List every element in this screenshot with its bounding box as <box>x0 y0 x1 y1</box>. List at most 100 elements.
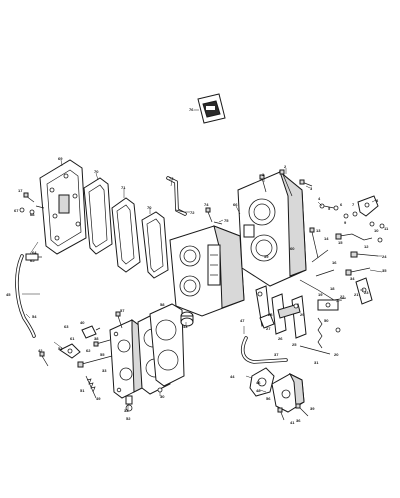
callout-59: 59 <box>264 254 269 259</box>
leader-lines <box>22 109 383 410</box>
callout-37: 37 <box>274 352 279 357</box>
callout-21: 21 <box>354 292 359 297</box>
thermostat-housing <box>271 372 305 413</box>
crankcase <box>237 170 307 287</box>
callout-32: 32 <box>124 408 129 413</box>
screw-72 <box>175 209 185 213</box>
callout-14: 14 <box>324 236 329 241</box>
link-27 <box>259 313 275 329</box>
callout-5: 5 <box>328 206 331 211</box>
callout-72: 72 <box>190 210 195 215</box>
callout-53: 53 <box>58 346 63 351</box>
callout-13: 13 <box>316 228 321 233</box>
callout-27: 27 <box>266 326 271 331</box>
callout-70: 70 <box>94 169 99 174</box>
callout-10: 10 <box>374 228 379 233</box>
callout-63: 63 <box>64 324 69 329</box>
callout-55: 55 <box>100 352 105 357</box>
stop-screw <box>299 179 313 187</box>
callout-74: 74 <box>204 202 209 207</box>
threaded-stud <box>85 375 97 399</box>
callout-labels: 76 69 70 71 70 73 72 75 74 66 1 2 3 4 5 … <box>6 107 389 425</box>
callout-36: 36 <box>296 418 301 423</box>
callout-8: 8 <box>376 198 379 203</box>
callout-29: 29 <box>300 312 305 317</box>
head-gasket-pistons <box>149 303 185 387</box>
callout-12: 12 <box>364 244 369 249</box>
callout-61: 61 <box>70 336 75 341</box>
callout-64: 64 <box>32 250 37 255</box>
callout-40: 40 <box>80 320 85 325</box>
screw-17 <box>23 192 35 203</box>
callout-41: 41 <box>290 420 295 425</box>
callout-65: 65 <box>30 258 35 263</box>
head-plate <box>111 197 141 273</box>
link-rod-long <box>299 279 347 311</box>
throttle-linkage <box>335 233 379 276</box>
callout-39: 39 <box>310 406 315 411</box>
callout-25: 25 <box>292 342 297 347</box>
cover-bolt-68 <box>35 205 45 209</box>
screw-75 <box>213 221 223 225</box>
callout-57: 57 <box>120 308 125 313</box>
hose-fitting-top <box>25 253 42 261</box>
decal-plate <box>197 93 226 124</box>
callout-69: 69 <box>58 156 63 161</box>
head-cover <box>39 159 87 255</box>
callout-56: 56 <box>266 396 271 401</box>
washer-67 <box>19 207 35 215</box>
callout-4: 4 <box>318 196 321 201</box>
callout-48: 48 <box>256 388 261 393</box>
callout-2: 2 <box>284 164 287 169</box>
exhaust-cover <box>109 319 143 399</box>
callout-38: 38 <box>94 336 99 341</box>
callout-24: 24 <box>382 254 387 259</box>
callout-70b: 70 <box>147 205 152 210</box>
callout-73: 73 <box>169 176 174 181</box>
callout-28: 28 <box>268 312 273 317</box>
callout-20: 20 <box>334 352 339 357</box>
water-hose <box>15 254 36 338</box>
callout-11: 11 <box>384 226 389 231</box>
cylinder-block <box>169 225 245 317</box>
thermostat-cover <box>249 367 275 397</box>
callout-46: 46 <box>256 380 261 385</box>
callout-26: 26 <box>278 336 283 341</box>
fitting-40 <box>81 325 101 339</box>
callout-34: 34 <box>350 276 355 281</box>
washer-set <box>343 211 385 243</box>
callout-66: 66 <box>233 202 238 207</box>
callout-18: 18 <box>330 286 335 291</box>
callout-3: 3 <box>310 186 313 191</box>
elbow-fitting <box>59 343 81 359</box>
callout-45: 45 <box>6 292 11 297</box>
choke-rod <box>311 249 335 277</box>
bypass-hose <box>240 336 288 364</box>
callout-16: 16 <box>332 260 337 265</box>
callout-52: 52 <box>126 416 131 421</box>
linkage-bracket <box>357 195 379 217</box>
throttle-cam <box>355 277 373 305</box>
callout-51: 51 <box>80 388 85 393</box>
screw-74 <box>205 207 213 223</box>
lever-assembly <box>255 285 307 339</box>
callout-49: 49 <box>96 396 101 401</box>
callout-43: 43 <box>183 324 188 329</box>
callout-6: 6 <box>340 202 343 207</box>
callout-31: 31 <box>314 360 319 365</box>
callout-22: 22 <box>340 294 345 299</box>
callout-75: 75 <box>224 218 229 223</box>
callout-7: 7 <box>352 202 355 207</box>
plug-cup <box>180 311 194 327</box>
callout-47: 47 <box>240 318 245 323</box>
callout-1: 1 <box>262 172 265 177</box>
bypass-tube <box>166 176 187 216</box>
callout-44: 44 <box>230 374 235 379</box>
inner-gasket <box>141 211 169 279</box>
callout-33: 33 <box>102 368 107 373</box>
crankcase-bolt <box>279 169 293 197</box>
screw-38 <box>93 339 111 347</box>
callout-71: 71 <box>121 185 126 190</box>
housing-screws <box>277 403 309 421</box>
callout-35: 35 <box>382 268 387 273</box>
